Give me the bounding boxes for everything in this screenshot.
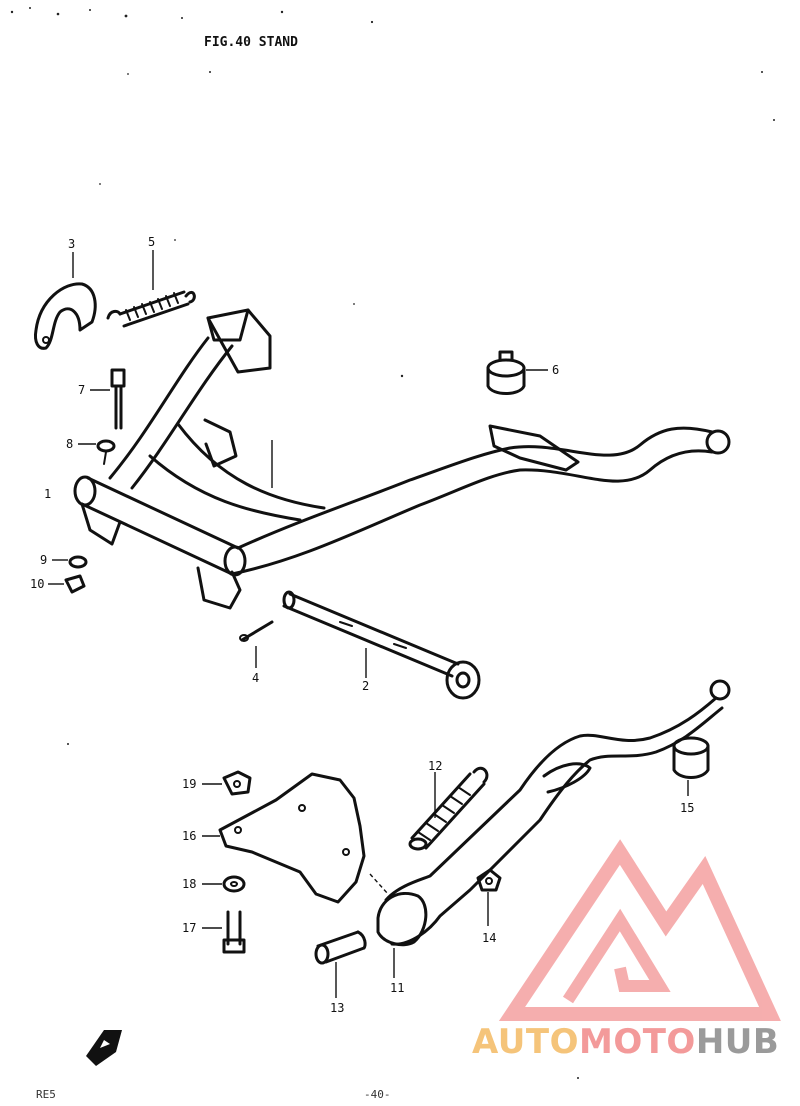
pivot-bolt [314, 930, 367, 965]
callout-9: 9 [40, 553, 47, 567]
callout-19: 19 [182, 777, 196, 791]
grease-nipple [96, 439, 116, 465]
side-stand-spring [408, 766, 489, 851]
callout-2: 2 [362, 679, 369, 693]
callout-3: 3 [68, 237, 75, 251]
page-number: -40- [364, 1088, 391, 1101]
rubber-stopper [486, 350, 526, 395]
bracket-nut [222, 770, 252, 796]
front-arrow-icon [86, 1030, 122, 1066]
callout-8: 8 [66, 437, 73, 451]
callout-1: 1 [44, 487, 51, 501]
callout-13: 13 [330, 1001, 344, 1015]
automotohub-logo [498, 839, 781, 1021]
callout-17: 17 [182, 921, 196, 935]
watermark-brand-hub: HUB [696, 1022, 779, 1062]
scan-noise [10, 7, 775, 1079]
watermark-brand-auto: AUTO [472, 1022, 579, 1062]
bracket-bolt [222, 910, 246, 954]
callout-16: 16 [182, 829, 196, 843]
cotter-pin [239, 620, 274, 642]
callout-10: 10 [30, 577, 44, 591]
figure-title: FIG.40 STAND [204, 35, 298, 50]
main-stand-frame [73, 308, 731, 610]
callout-11: 11 [390, 981, 404, 995]
model-code: RE5 [36, 1088, 56, 1101]
washer [68, 555, 88, 569]
watermark-brand: AUTOMOTOHUB [472, 1022, 779, 1062]
spring-hook-plate [34, 282, 97, 350]
callout-6: 6 [552, 363, 559, 377]
callout-15: 15 [680, 801, 694, 815]
callout-5: 5 [148, 235, 155, 249]
callout-7: 7 [78, 383, 85, 397]
nut [64, 574, 86, 594]
bracket-plate [218, 772, 389, 904]
callout-14: 14 [482, 931, 496, 945]
return-spring [106, 290, 196, 328]
bolt [110, 368, 126, 430]
side-stand-nut [476, 868, 502, 892]
watermark-brand-moto: MOTO [579, 1022, 696, 1062]
side-stand-stopper [672, 736, 710, 779]
pivot-shaft [282, 590, 481, 700]
lock-washer [222, 875, 246, 893]
callout-18: 18 [182, 877, 196, 891]
callout-12: 12 [428, 759, 442, 773]
callout-4: 4 [252, 671, 259, 685]
